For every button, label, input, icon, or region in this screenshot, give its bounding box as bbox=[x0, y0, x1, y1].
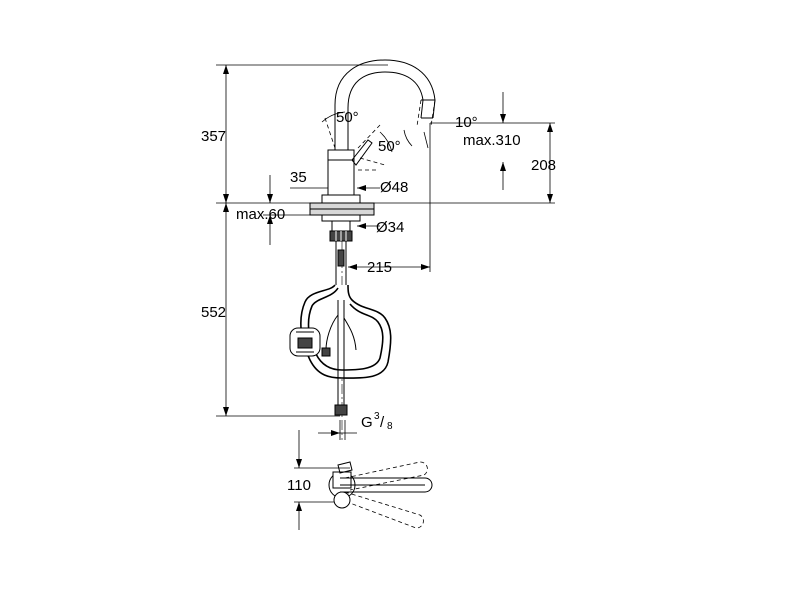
spout-reach-label: max.310 bbox=[463, 132, 521, 149]
pull-out-hose bbox=[289, 284, 392, 416]
height-below-deck-label: 552 bbox=[201, 304, 226, 321]
spout-tilt-label: 10° bbox=[455, 114, 478, 131]
base-offset-label: 35 bbox=[290, 169, 307, 186]
height-above-deck-label: 357 bbox=[201, 128, 226, 145]
reach-label: 215 bbox=[367, 259, 392, 276]
lever-angle-left-label: 50° bbox=[336, 109, 359, 126]
swivel-top-view bbox=[328, 461, 433, 529]
connection-fraction-numerator: 3 bbox=[374, 411, 380, 422]
base-diameter-label: Ø48 bbox=[380, 179, 408, 196]
faucet-body bbox=[309, 59, 436, 285]
spout-height-label: 208 bbox=[531, 157, 556, 174]
connection-thread-label: G bbox=[361, 414, 373, 431]
deck-thickness-label: max.60 bbox=[236, 206, 285, 223]
shank-diameter-label: Ø34 bbox=[376, 219, 404, 236]
connection-fraction-denominator: 8 bbox=[387, 421, 393, 432]
swivel-width-label: 110 bbox=[287, 477, 311, 494]
connection-fraction-slash: / bbox=[380, 414, 385, 431]
lever-angle-right-label: 50° bbox=[378, 138, 401, 155]
dimension-labels: 357 552 208 50° 50° 10° max.310 35 Ø48 m… bbox=[201, 109, 556, 494]
